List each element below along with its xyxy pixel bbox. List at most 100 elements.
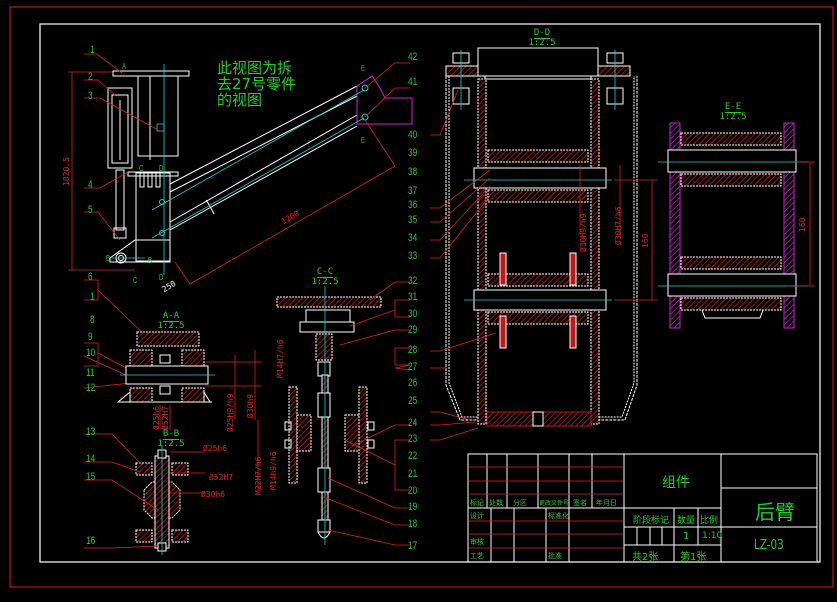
tb-rev-header-4: 更改文件号 xyxy=(539,500,570,507)
tb-sign-review: 审核 xyxy=(470,538,484,546)
view-marker-a: A xyxy=(122,62,127,71)
tb-scale: 1:10 xyxy=(702,531,723,541)
part-number: 1 xyxy=(90,291,95,303)
view-marker-d2: D xyxy=(159,273,164,282)
part-number: 37 xyxy=(408,185,418,197)
part-number: 40 xyxy=(408,129,418,141)
view-marker-e: E xyxy=(361,64,366,73)
part-number: 25 xyxy=(408,395,418,407)
tb-stage-label: 阶段标记 xyxy=(633,516,670,526)
part-number: 5 xyxy=(88,204,93,216)
dim-bb-1: Ø25h6 xyxy=(203,444,228,453)
tb-rev-header-2: 处数 xyxy=(489,499,503,507)
part-number: 29 xyxy=(408,324,418,336)
part-number: 19 xyxy=(408,501,418,513)
tb-assembly-label: 组件 xyxy=(662,475,690,491)
part-number: 8 xyxy=(90,314,95,326)
part-number: 39 xyxy=(408,147,418,159)
tb-drawing-number: LZ-03 xyxy=(754,538,784,553)
part-number: 41 xyxy=(408,76,418,88)
tb-sign-standard: 标准化 xyxy=(548,512,569,520)
part-number: 36 xyxy=(408,199,418,211)
part-number: 15 xyxy=(86,471,96,483)
dim-aa-4: Ø30h9 xyxy=(246,393,255,418)
bb-leaders xyxy=(84,433,205,549)
dim-cc-1: M14H7/h6 xyxy=(276,339,285,378)
main-view xyxy=(107,70,413,264)
dim-cc-3: M14h9/h6 xyxy=(269,451,278,490)
part-number: 28 xyxy=(408,344,418,356)
part-number: 31 xyxy=(408,291,418,303)
dim-aa-3: Ø25H9/h9 xyxy=(226,393,235,432)
tb-quantity: 1 xyxy=(683,531,690,542)
dim-bb-2: Ø52H7 xyxy=(209,473,234,482)
tb-rev-header-5: 签名 xyxy=(573,499,587,507)
part-number: 21 xyxy=(408,468,418,480)
dim-height: 1020.5 xyxy=(62,157,71,186)
aa-dimensions xyxy=(159,350,262,490)
tb-quantity-label: 数量 xyxy=(677,516,696,526)
part-number: 33 xyxy=(408,250,418,262)
section-cc xyxy=(276,286,382,545)
part-number: 13 xyxy=(86,426,96,438)
part-number: 11 xyxy=(86,367,95,379)
dim-bb-3: Ø30h6 xyxy=(201,490,226,499)
dim-dd-span: 160 xyxy=(641,233,650,248)
part-number: 16 xyxy=(86,535,96,547)
part-number: 12 xyxy=(86,382,96,394)
section-ee xyxy=(658,122,815,329)
tb-sheet-no: 第1张 xyxy=(680,552,707,563)
title-block-red-rows xyxy=(469,466,623,549)
part-number: 22 xyxy=(408,450,418,462)
part-number: 14 xyxy=(86,453,96,465)
tb-rev-header-3: 分区 xyxy=(513,499,527,507)
part-number: 1 xyxy=(90,44,95,56)
part-number: 38 xyxy=(408,166,418,178)
part-number: 18 xyxy=(408,518,418,530)
view-marker-d: D xyxy=(159,164,164,173)
part-number: 20 xyxy=(408,485,418,497)
tb-drawing-title: 后臂 xyxy=(755,500,795,524)
part-number: 35 xyxy=(408,214,418,226)
view-marker-b2: B xyxy=(148,256,153,265)
tb-scale-label: 比例 xyxy=(700,516,719,526)
dim-ee-span: 160 xyxy=(798,217,807,232)
part-number: 34 xyxy=(408,232,418,244)
dim-dd-2: Ø30H7/h6 xyxy=(614,206,623,245)
part-number: 27 xyxy=(408,361,418,373)
dd-dimensions xyxy=(430,89,658,441)
part-number: 6 xyxy=(88,271,93,283)
part-number: 2 xyxy=(88,71,93,83)
section-bb xyxy=(135,446,189,555)
view-marker-c: C xyxy=(139,164,144,173)
part-number: 23 xyxy=(408,433,418,445)
main-view-centerlines xyxy=(112,64,365,275)
view-marker-e2: E xyxy=(361,136,366,145)
part-number: 17 xyxy=(408,540,418,552)
dim-aa-1: Ø25h6 xyxy=(152,405,161,430)
part-number: 24 xyxy=(408,417,418,429)
tb-sign-process: 工艺 xyxy=(470,552,484,560)
dim-cc-2: M22H7/h6 xyxy=(254,456,263,495)
part-number: 3 xyxy=(88,90,93,102)
part-number: 4 xyxy=(88,179,93,191)
tb-sign-approve: 批准 xyxy=(548,552,562,560)
view-marker-b: B xyxy=(106,254,111,263)
part-number: 26 xyxy=(408,377,418,389)
part-number: 32 xyxy=(408,275,418,287)
section-dd xyxy=(445,47,638,427)
tb-sheets-total: 共2张 xyxy=(632,552,659,563)
part-number: 30 xyxy=(408,308,418,320)
tb-rev-header-1: 标记 xyxy=(470,499,484,507)
tb-sign-design: 设计 xyxy=(470,512,484,520)
part-number: 42 xyxy=(408,51,418,63)
part-number: 9 xyxy=(88,331,93,343)
main-view-dimensions xyxy=(68,53,410,389)
tb-rev-header-6: 年月日 xyxy=(596,499,617,507)
dim-aa-2: Ø52H7 xyxy=(161,405,170,430)
